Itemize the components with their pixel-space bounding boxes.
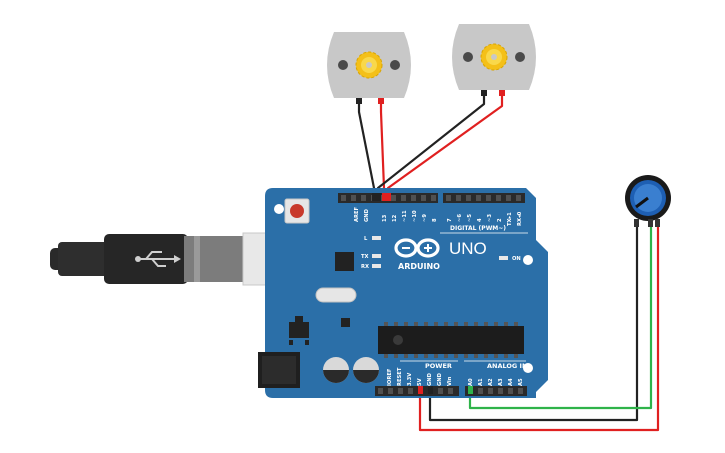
brand-label: ARDUINO: [398, 262, 440, 271]
led-rx: [372, 264, 381, 268]
led-on: [499, 256, 508, 260]
pin-label: ~10: [412, 210, 418, 222]
analog-pin-labels: A0 A1 A2 A3 A4 A5: [468, 378, 524, 386]
reset-button[interactable]: [284, 198, 310, 224]
wire-motor-right-red[interactable]: [386, 92, 504, 197]
pin-label: GND: [427, 372, 433, 386]
gear-icon: [355, 51, 383, 79]
analog-header-label: ANALOG IN: [487, 362, 527, 370]
pin-label: RX◂0: [517, 211, 523, 226]
power-pin-labels: IOREF RESET 3.3V 5V GND GND Vin: [387, 367, 453, 386]
gear-icon: [480, 43, 508, 71]
pin-label: GND: [437, 372, 443, 386]
power-header: [375, 386, 459, 396]
pin-label: 3.3V: [407, 373, 413, 386]
wire-pot-red[interactable]: [418, 226, 660, 432]
pin-label: 4: [477, 218, 483, 222]
wire-motor-right-black[interactable]: [376, 92, 486, 197]
led-rx-label: RX: [361, 264, 369, 270]
usb-icon: [135, 251, 181, 267]
dc-motor-left[interactable]: [327, 32, 411, 104]
pin-label: A0: [468, 378, 474, 386]
pin-label: 13: [382, 214, 388, 222]
voltage-regulator: [289, 316, 309, 345]
mount-hole: [523, 363, 533, 373]
wire-pot-black[interactable]: [428, 226, 639, 422]
model-label: UNO: [449, 239, 487, 258]
led-tx-label: TX: [361, 254, 369, 260]
wire-motor-left-black[interactable]: [357, 100, 376, 197]
digital-header-label: DIGITAL (PWM~): [450, 225, 506, 232]
crystal-oscillator: [315, 287, 357, 303]
mount-hole: [274, 204, 284, 214]
pin-label: A2: [488, 378, 494, 386]
power-header-label: POWER: [425, 362, 452, 370]
usb-chip: [335, 252, 354, 271]
usb-cable: [50, 232, 286, 286]
pin-label: 12: [392, 214, 398, 222]
pin-label: ~11: [402, 210, 408, 222]
wires: [357, 92, 660, 432]
potentiometer[interactable]: [625, 175, 671, 227]
pin-label: RESET: [397, 367, 403, 386]
atmega-chip: [378, 322, 524, 358]
status-leds: L TX RX: [361, 236, 381, 270]
wire-pot-green[interactable]: [468, 226, 653, 410]
smd-part: [341, 318, 350, 327]
mount-hole: [523, 255, 533, 265]
digital-header: [338, 193, 525, 203]
pin-label: A5: [518, 378, 524, 386]
wire-endpoints: [372, 193, 473, 394]
infinity-icon: [394, 238, 440, 258]
pin-label: ~5: [467, 214, 473, 222]
dc-motor-right[interactable]: [452, 24, 536, 96]
digital-pin-labels: AREF GND 13 12 ~11 ~10 ~9 8 7 ~6 ~5 4 ~3…: [354, 206, 523, 226]
pin-label: A4: [508, 378, 514, 386]
led-l-label: L: [364, 236, 368, 242]
pin-label: Vin: [447, 376, 453, 386]
analog-header: [465, 386, 527, 396]
power-jack[interactable]: [258, 352, 300, 388]
pin-label: A3: [498, 378, 504, 386]
arduino-logo: ARDUINO UNO: [394, 238, 487, 271]
pin-label: 7: [447, 218, 453, 222]
pin-label: AREF: [354, 206, 360, 222]
pin-label: 8: [432, 218, 438, 222]
pin-label: ~3: [487, 214, 493, 222]
pin-label: ~9: [422, 214, 428, 222]
pin-label: GND: [364, 208, 370, 222]
capacitor: [353, 357, 379, 383]
pin-label: ~6: [457, 214, 463, 222]
led-on-label: ON: [512, 256, 521, 262]
pin-label: IOREF: [387, 368, 393, 386]
pin-label: 2: [497, 218, 503, 222]
arduino-board[interactable]: AREF GND 13 12 ~11 ~10 ~9 8 7 ~6 ~5 4 ~3…: [258, 188, 548, 398]
pin-label: TX▸1: [507, 212, 513, 226]
pin-label: 5V: [417, 378, 423, 386]
capacitor: [323, 357, 349, 383]
knob-indicator: [635, 196, 649, 209]
led-tx: [372, 254, 381, 258]
pin-label: A1: [478, 378, 484, 386]
led-l: [372, 236, 381, 240]
